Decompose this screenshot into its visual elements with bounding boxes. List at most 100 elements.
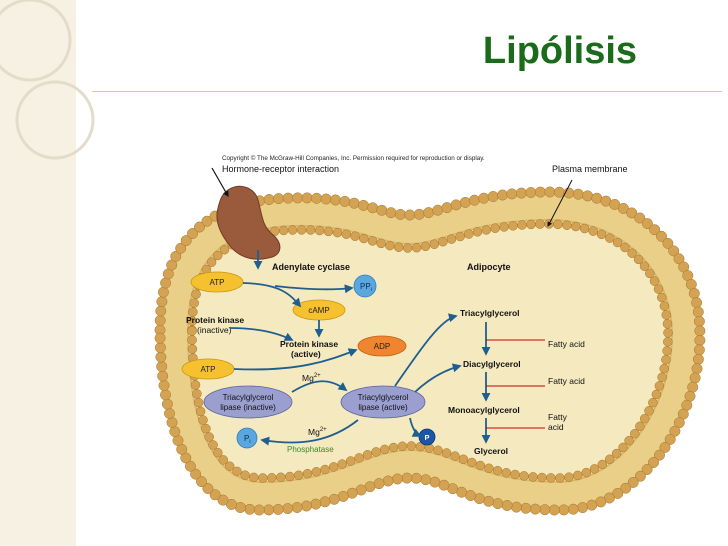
- lipid-head: [206, 257, 217, 267]
- lipid-head: [662, 237, 674, 249]
- lipid-head: [330, 194, 341, 206]
- lipid-head: [204, 432, 214, 442]
- lipid-head: [292, 192, 304, 204]
- arrow-lipase-to-triacylglycerol: [394, 313, 458, 387]
- lipid-head: [367, 236, 378, 246]
- adp-bubble: [357, 335, 407, 357]
- lipid-head: [627, 248, 637, 258]
- lipid-head: [487, 191, 499, 202]
- lipid-head: [446, 234, 457, 244]
- lipid-head: [397, 441, 408, 452]
- lipid-head: [492, 498, 504, 510]
- lipid-head: [187, 344, 198, 354]
- lipid-head: [693, 344, 705, 356]
- lipid-head: [285, 471, 295, 482]
- lipid-head: [348, 197, 360, 209]
- lipid-head: [582, 190, 594, 202]
- lipid-head: [617, 202, 629, 214]
- lipid-head: [420, 474, 432, 486]
- lipid-head: [194, 221, 205, 233]
- lipid-head: [501, 468, 512, 478]
- lipid-head: [588, 226, 598, 236]
- lipid-head: [618, 442, 628, 453]
- lipid-head: [657, 292, 667, 303]
- lipid-head: [388, 442, 399, 453]
- lipid-head: [296, 225, 307, 235]
- lipid-head: [429, 239, 440, 249]
- arrow-lipase-activation: [291, 380, 348, 393]
- lipid-head: [653, 284, 664, 294]
- lipid-head: [276, 472, 286, 483]
- lipid-head: [160, 389, 171, 401]
- lipid-head: [191, 289, 201, 300]
- lipid-head: [350, 231, 360, 241]
- lipid-head: [562, 220, 572, 230]
- lipid-head: [544, 186, 556, 198]
- lipid-head: [328, 462, 339, 472]
- lipid-head: [669, 425, 681, 437]
- lipid-head: [597, 459, 608, 470]
- lipid-head: [240, 470, 250, 480]
- atp-label-top: ATP: [210, 278, 225, 287]
- lipid-head: [376, 204, 388, 216]
- plasma-membrane-label: Plasma membrane: [552, 164, 628, 174]
- atp-label-mid: ATP: [201, 365, 216, 374]
- lipid-head: [202, 483, 214, 494]
- lipid-head: [198, 415, 208, 425]
- lipid-head: [481, 225, 492, 235]
- atp-bubble-top: [190, 271, 244, 293]
- lipid-head: [208, 440, 218, 450]
- lipid-head: [464, 229, 474, 239]
- protein-kinase-inactive-line2: (inactive): [197, 325, 232, 335]
- lipid-head: [627, 476, 639, 488]
- pi-bubble: [236, 427, 258, 449]
- lipid-head: [624, 435, 634, 446]
- lipid-head: [649, 276, 660, 286]
- lipid-head: [659, 441, 671, 453]
- lipid-head: [354, 453, 364, 463]
- lipid-head: [535, 219, 545, 229]
- lipid-head: [323, 226, 334, 237]
- lipid-head: [438, 236, 448, 247]
- lipid-head: [525, 187, 537, 198]
- lipid-head: [692, 306, 704, 318]
- lipid-head: [184, 460, 196, 472]
- lipid-head: [164, 407, 175, 419]
- fatty-acid-arrows: [486, 339, 545, 429]
- hormone-arrow: [211, 167, 229, 198]
- lipid-head: [302, 468, 313, 479]
- lipid-head: [528, 472, 538, 482]
- hormone-receptor-label: Hormone-receptor interaction: [222, 164, 339, 174]
- lipid-head: [662, 346, 672, 356]
- lipid-head: [219, 244, 230, 255]
- camp-label: cAMP: [308, 306, 329, 315]
- lipid-head: [429, 476, 441, 488]
- fatty-acid-label-1: Fatty acid: [548, 339, 585, 349]
- lipid-head: [291, 502, 303, 513]
- decorative-side-strip: [0, 0, 76, 546]
- lipid-head: [591, 192, 603, 204]
- lipid-head: [611, 448, 622, 459]
- lipid-head: [641, 464, 653, 475]
- lipid-head: [339, 195, 351, 207]
- lipid-head: [605, 233, 615, 243]
- lipid-head: [458, 454, 469, 465]
- lipid-head: [359, 233, 369, 244]
- lipid-head: [654, 449, 665, 461]
- lipid-head: [649, 224, 661, 236]
- lipid-head: [484, 463, 494, 474]
- lipid-head: [190, 468, 202, 480]
- lipid-head: [662, 319, 673, 329]
- lipid-head: [193, 397, 204, 408]
- lipid-head: [663, 337, 673, 347]
- fatty-acid-label-3b: acid: [548, 422, 564, 432]
- lipid-head: [639, 413, 650, 424]
- lipid-head: [157, 370, 169, 382]
- lipid-head: [401, 472, 413, 484]
- lipid-head: [645, 268, 655, 279]
- lipid-head: [687, 381, 699, 393]
- phosphatase-label: Phosphatase: [287, 445, 334, 454]
- lipid-head: [688, 287, 700, 299]
- lipid-head: [450, 199, 462, 211]
